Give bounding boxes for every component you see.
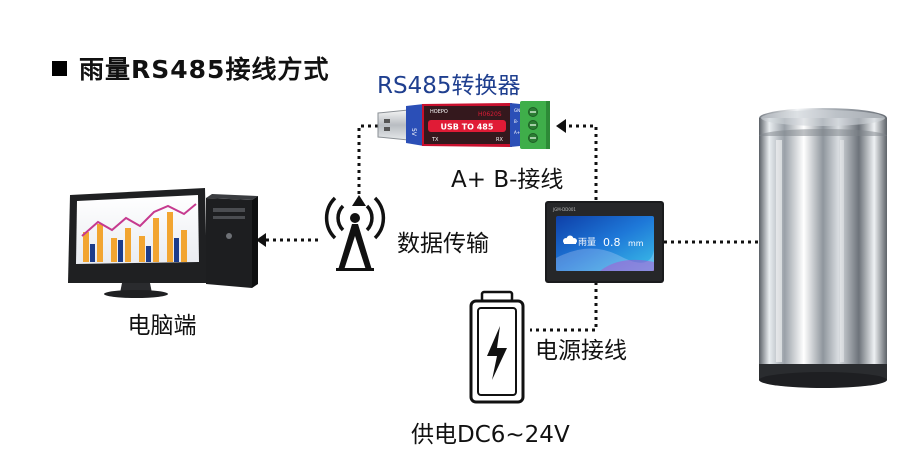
data-transfer-label: 数据传输 bbox=[397, 231, 489, 257]
pin-gnd: GND bbox=[514, 108, 523, 113]
title-text: 雨量RS485接线方式 bbox=[79, 55, 330, 84]
arrow-left-icon bbox=[556, 119, 566, 133]
display-header: JGM-DD001 bbox=[552, 207, 576, 212]
display-to-power-line bbox=[530, 282, 598, 332]
converter-5v: 5V bbox=[410, 128, 417, 137]
pc-tower bbox=[206, 198, 252, 288]
page-title: 雨量RS485接线方式 bbox=[52, 50, 329, 86]
connection-lines bbox=[266, 124, 760, 332]
converter-rx: RX bbox=[496, 137, 503, 143]
rain-gauge-sensor bbox=[759, 108, 887, 388]
lightning-icon bbox=[487, 326, 507, 380]
display-screen bbox=[556, 216, 654, 271]
display-label: 雨量 bbox=[578, 237, 596, 248]
arrow-left-pc-icon bbox=[256, 233, 266, 247]
converter-to-antenna-line bbox=[357, 124, 378, 196]
wireless-antenna-icon bbox=[324, 196, 386, 271]
usb-rs485-converter: USB TO 485 HOEPO H0620S 5V TX RX GND B- … bbox=[377, 101, 550, 149]
battery-icon bbox=[469, 290, 525, 404]
display-to-converter-line bbox=[566, 124, 598, 200]
converter-brand: HOEPO bbox=[430, 109, 448, 115]
ab-wiring-label: A+ B-接线 bbox=[451, 167, 563, 193]
arrow-up-icon bbox=[352, 195, 366, 206]
arrowheads bbox=[256, 119, 566, 247]
usb-plug bbox=[377, 109, 409, 141]
pc-chart-bars bbox=[83, 212, 187, 262]
cloud-icon bbox=[563, 235, 577, 244]
power-supply-label: 供电DC6~24V bbox=[411, 422, 570, 448]
pc-icon bbox=[68, 188, 258, 298]
converter-band-text: USB TO 485 bbox=[441, 123, 494, 132]
display-value: 0.8 bbox=[603, 236, 621, 249]
converter-model: H0620S bbox=[478, 111, 502, 118]
power-wiring-label: 电源接线 bbox=[535, 338, 627, 364]
pc-label: 电脑端 bbox=[128, 313, 197, 339]
converter-tx: TX bbox=[431, 137, 439, 143]
display-unit: mm bbox=[628, 239, 644, 248]
display-terminal: JGM-DD001 雨量 0.8 mm bbox=[545, 201, 664, 283]
pin-b: B- bbox=[514, 119, 519, 124]
pc-chart-line bbox=[81, 203, 197, 237]
pin-a: A+ bbox=[514, 130, 520, 135]
converter-label: RS485转换器 bbox=[377, 73, 521, 99]
title-bullet bbox=[52, 60, 67, 76]
